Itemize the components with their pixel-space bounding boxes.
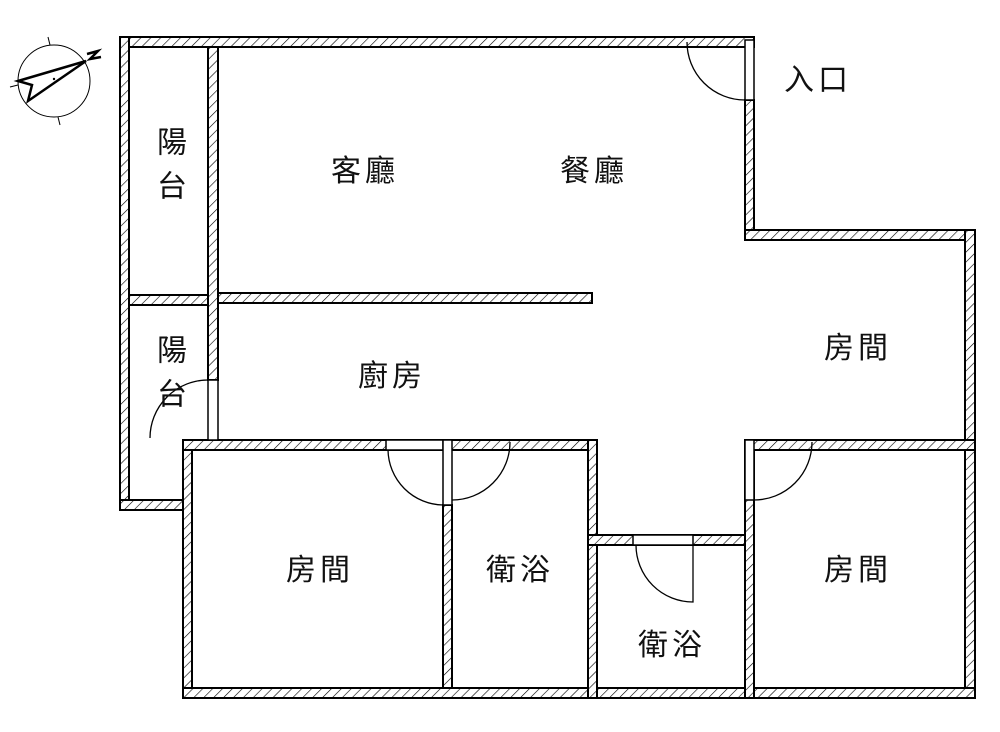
label-room-right-upper: 房間	[824, 331, 892, 366]
label-dining-room: 餐廳	[560, 154, 628, 189]
label-room-left: 房間	[286, 553, 354, 588]
bathroom-2-door	[635, 544, 694, 603]
label-kitchen: 廚房	[358, 359, 426, 394]
walls	[119, 36, 976, 699]
bathroom-1-door	[451, 441, 511, 501]
label-balcony-lower: 陽台	[151, 334, 186, 422]
label-balcony-upper: 陽台	[151, 126, 186, 214]
north-label	[86, 48, 103, 61]
label-entrance: 入口	[784, 63, 852, 98]
label-room-right-lower: 房間	[824, 553, 892, 588]
entrance-door	[686, 41, 746, 101]
door-openings	[207, 39, 755, 546]
room-right-door	[753, 441, 813, 501]
label-bathroom-1: 衛浴	[486, 553, 554, 588]
room-left-door	[387, 449, 444, 506]
label-bathroom-2: 衛浴	[638, 628, 706, 663]
doors	[149, 41, 813, 603]
label-living-room: 客廳	[331, 154, 399, 189]
balcony-door	[149, 379, 209, 439]
north-arrow-icon	[9, 36, 103, 126]
